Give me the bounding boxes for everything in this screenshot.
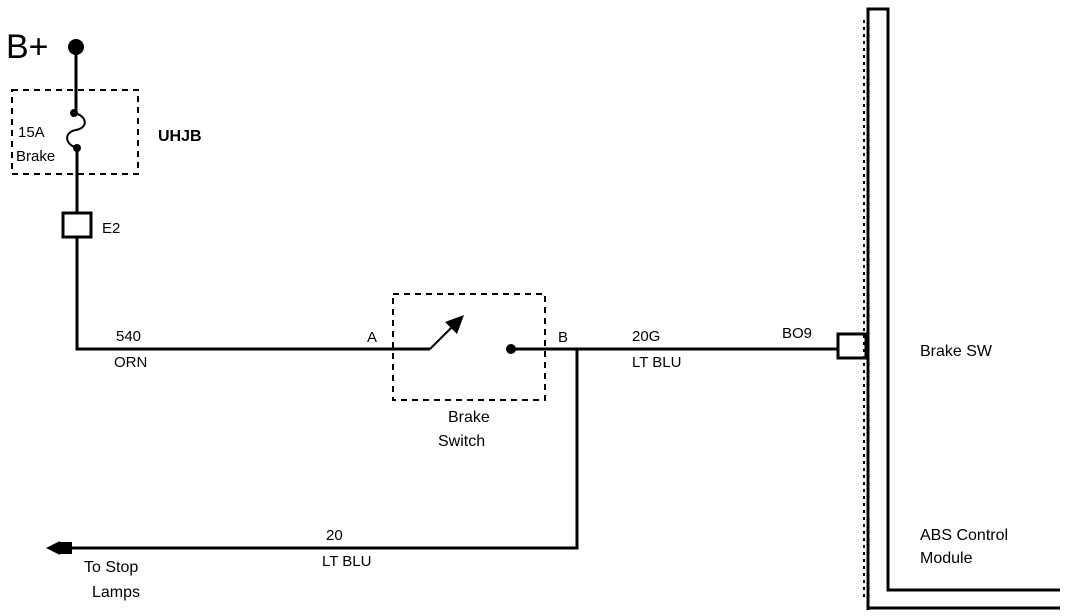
abs-module-name-line2: Module [920,550,973,567]
wire-20 [70,349,579,550]
brake-switch-terminal-b: B [558,329,568,346]
brake-switch-outline [392,293,546,401]
wire-20g-color: LT BLU [632,354,681,371]
fuse-name: Brake [16,148,55,165]
wire-20-circuit: 20 [326,527,343,544]
stop-lamps-arrow-icon [46,541,60,555]
connector-bo9-label: BO9 [782,325,812,342]
abs-module-input-label: Brake SW [920,343,993,360]
fuse-rating: 15A [18,124,45,141]
stop-lamps-label-line2: Lamps [92,584,140,601]
stop-lamps-label-line1: To Stop [84,559,138,576]
brake-switch-arrowhead [445,315,464,334]
connector-bo9 [836,332,868,360]
brake-switch-terminal-a: A [367,329,377,346]
wire-540-color: ORN [114,354,147,371]
abs-module-name-line1: ABS Control [920,527,1008,544]
wire-540-circuit: 540 [116,328,141,345]
connector-e2-label: E2 [102,220,120,237]
wire-540 [75,237,430,351]
brake-switch-name-line1: Brake [448,409,490,426]
power-label: B+ [6,28,49,66]
wire-20-color: LT BLU [322,553,371,570]
wire-20g-circuit: 20G [632,328,660,345]
stop-lamps-arrow-body [60,542,72,554]
fuse-block-name: UHJB [158,128,202,145]
fuse-element [66,112,86,149]
fuse-block-outline [11,89,139,175]
abs-module-outline [866,7,1060,610]
brake-switch-name-line2: Switch [438,433,485,450]
connector-e2 [61,211,93,239]
